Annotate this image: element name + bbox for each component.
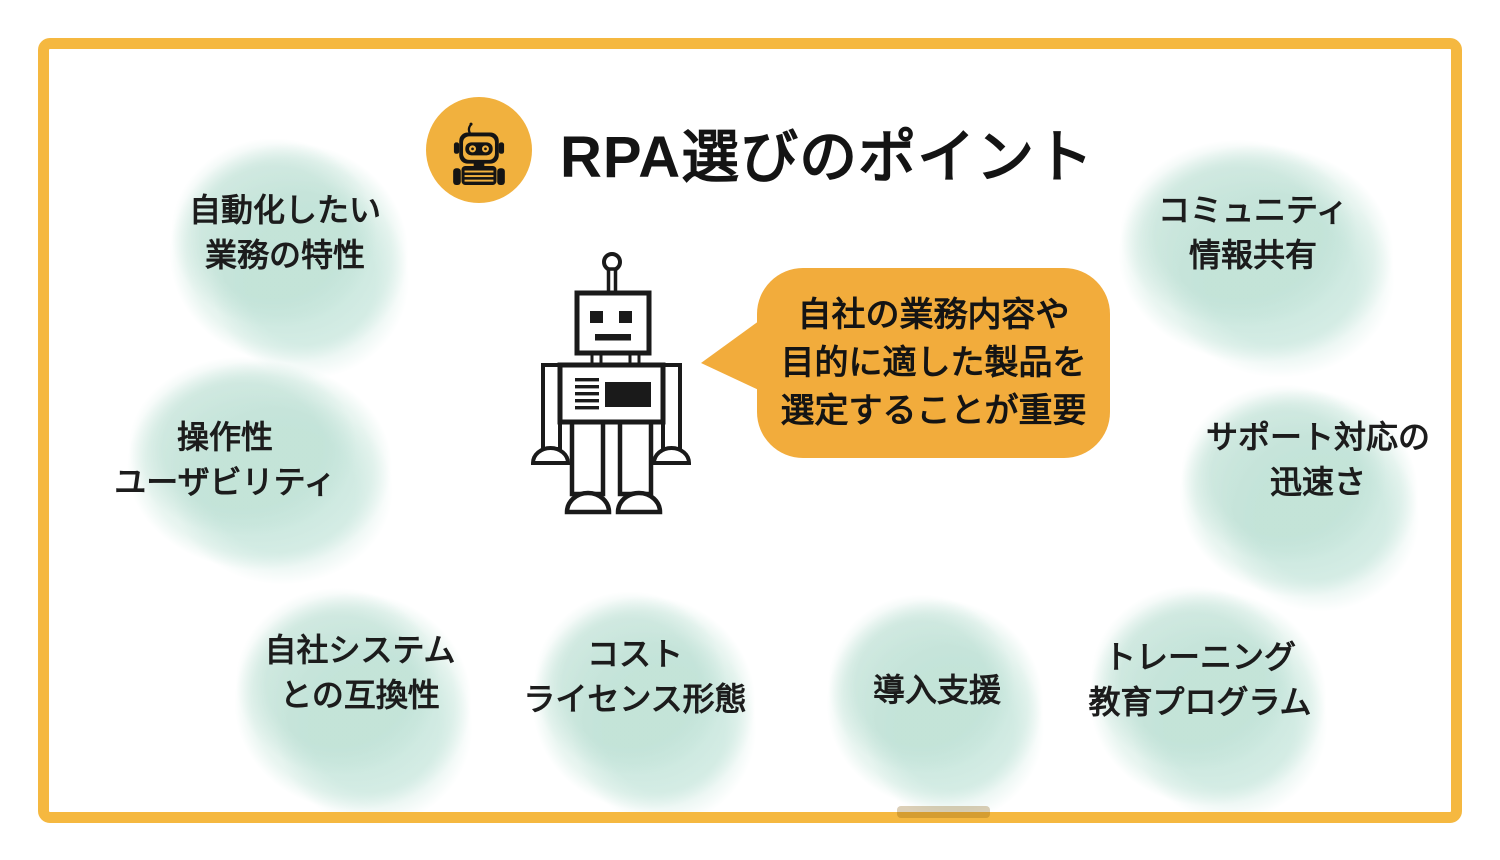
watercolor-blob-bottom-left: [203, 558, 503, 845]
robot-badge-icon: [426, 97, 532, 203]
speech-bubble-line: 目的に適した製品を: [780, 344, 1087, 382]
point-label-support-speed: サポート対応の 迅速さ: [1205, 419, 1430, 500]
point-label-system-compatibility: 自社システム との互換性: [264, 632, 456, 713]
point-label-training-program: トレーニング 教育プログラム: [1088, 639, 1312, 720]
robot-badge-glyph: [453, 122, 505, 185]
watercolor-blob-bottom-center-right: [798, 566, 1072, 840]
speech-bubble-line: 選定することが重要: [780, 392, 1087, 430]
speech-bubble-line: 自社の業務内容や: [797, 296, 1070, 334]
robot-illustration: [530, 252, 692, 515]
page-title: RPA選びのポイント: [560, 125, 1095, 190]
watercolor-blob-bottom-right: [1058, 556, 1358, 840]
point-label-implementation-support: 導入支援: [872, 672, 1001, 708]
point-label-cost-license: コスト ライセンス形態: [523, 636, 747, 717]
point-label-business-characteristics: 自動化したい 業務の特性: [188, 192, 381, 273]
watercolor-blob-middle-left: [92, 328, 427, 603]
point-label-usability: 操作性 ユーザビリティ: [114, 419, 336, 500]
speech-bubble-tail: [701, 318, 763, 392]
speech-bubble: 自社の業務内容や 目的に適した製品を 選定することが重要: [757, 268, 1110, 458]
watercolor-blob-top-right: [1082, 110, 1430, 397]
point-label-community: コミュニティ 情報共有: [1157, 192, 1349, 273]
watercolor-blob-bottom-center-left: [503, 562, 785, 844]
